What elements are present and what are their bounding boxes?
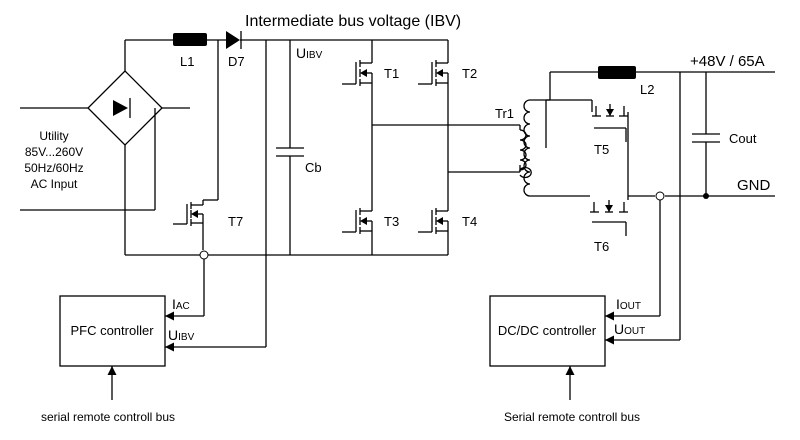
label-uibv-main: UIBV [296, 45, 323, 61]
label-cout: Cout [729, 131, 757, 146]
inductor-l1 [173, 33, 207, 46]
bridge-wiring [371, 40, 521, 255]
label-uibv-pfc: UIBV [168, 327, 195, 343]
capacitor-cout [692, 133, 720, 143]
transistor-t5 [592, 104, 628, 142]
pfc-controller-label: PFC controller [70, 323, 154, 338]
current-sense-iout [655, 191, 665, 201]
label-uout: UOUT [614, 321, 645, 337]
label-t1: T1 [384, 66, 399, 81]
transistor-t3 [342, 206, 373, 236]
dcdc-bus-label: Serial remote controll bus [504, 410, 640, 424]
pfc-controller-box [59, 295, 166, 367]
dcdc-controller-box [489, 295, 606, 367]
ac-input-line4: AC Input [31, 177, 78, 191]
pfc-wiring [124, 39, 448, 256]
label-t7: T7 [228, 214, 243, 229]
gnd-junction [703, 193, 709, 199]
diode-d7 [226, 31, 242, 49]
current-sense-iac [199, 250, 209, 260]
inductor-l2 [598, 66, 636, 79]
mosfet-layer [173, 58, 628, 236]
label-t4: T4 [462, 214, 477, 229]
ac-input-line2: 85V...260V [25, 145, 83, 159]
output-positive-label: +48V / 65A [690, 53, 765, 70]
secondary-wiring [530, 71, 775, 340]
capacitor-cb [276, 147, 304, 157]
ac-input-line3: 50Hz/60Hz [24, 161, 83, 175]
diagram-title: Intermediate bus voltage (IBV) [245, 13, 461, 30]
label-cb: Cb [305, 160, 322, 175]
label-l2: L2 [640, 82, 654, 97]
label-t3: T3 [384, 214, 399, 229]
ac-input-label: Utility 85V...260V 50Hz/60Hz AC Input [24, 129, 83, 191]
transistor-t4 [418, 206, 449, 236]
label-tr1: Tr1 [495, 106, 514, 121]
label-iac: IAC [172, 296, 190, 312]
controller-feedback-wires [107, 200, 680, 400]
output-gnd-label: GND [737, 177, 771, 194]
label-t2: T2 [462, 66, 477, 81]
transformer-tr1 [518, 99, 532, 197]
transistor-t6 [590, 200, 628, 236]
label-l1: L1 [180, 54, 194, 69]
transistor-t1 [342, 58, 373, 88]
ac-input-line1: Utility [39, 129, 68, 143]
label-iout: IOUT [616, 296, 641, 312]
dcdc-controller-label: DC/DC controller [498, 323, 597, 338]
transistor-t7 [173, 200, 204, 228]
ac-input-wires [20, 107, 190, 211]
bridge-rectifier [87, 70, 163, 146]
label-d7: D7 [228, 54, 245, 69]
label-t6: T6 [594, 239, 609, 254]
pfc-bus-label: serial remote controll bus [41, 410, 175, 424]
transistor-t2 [418, 58, 449, 88]
label-t5: T5 [594, 142, 609, 157]
